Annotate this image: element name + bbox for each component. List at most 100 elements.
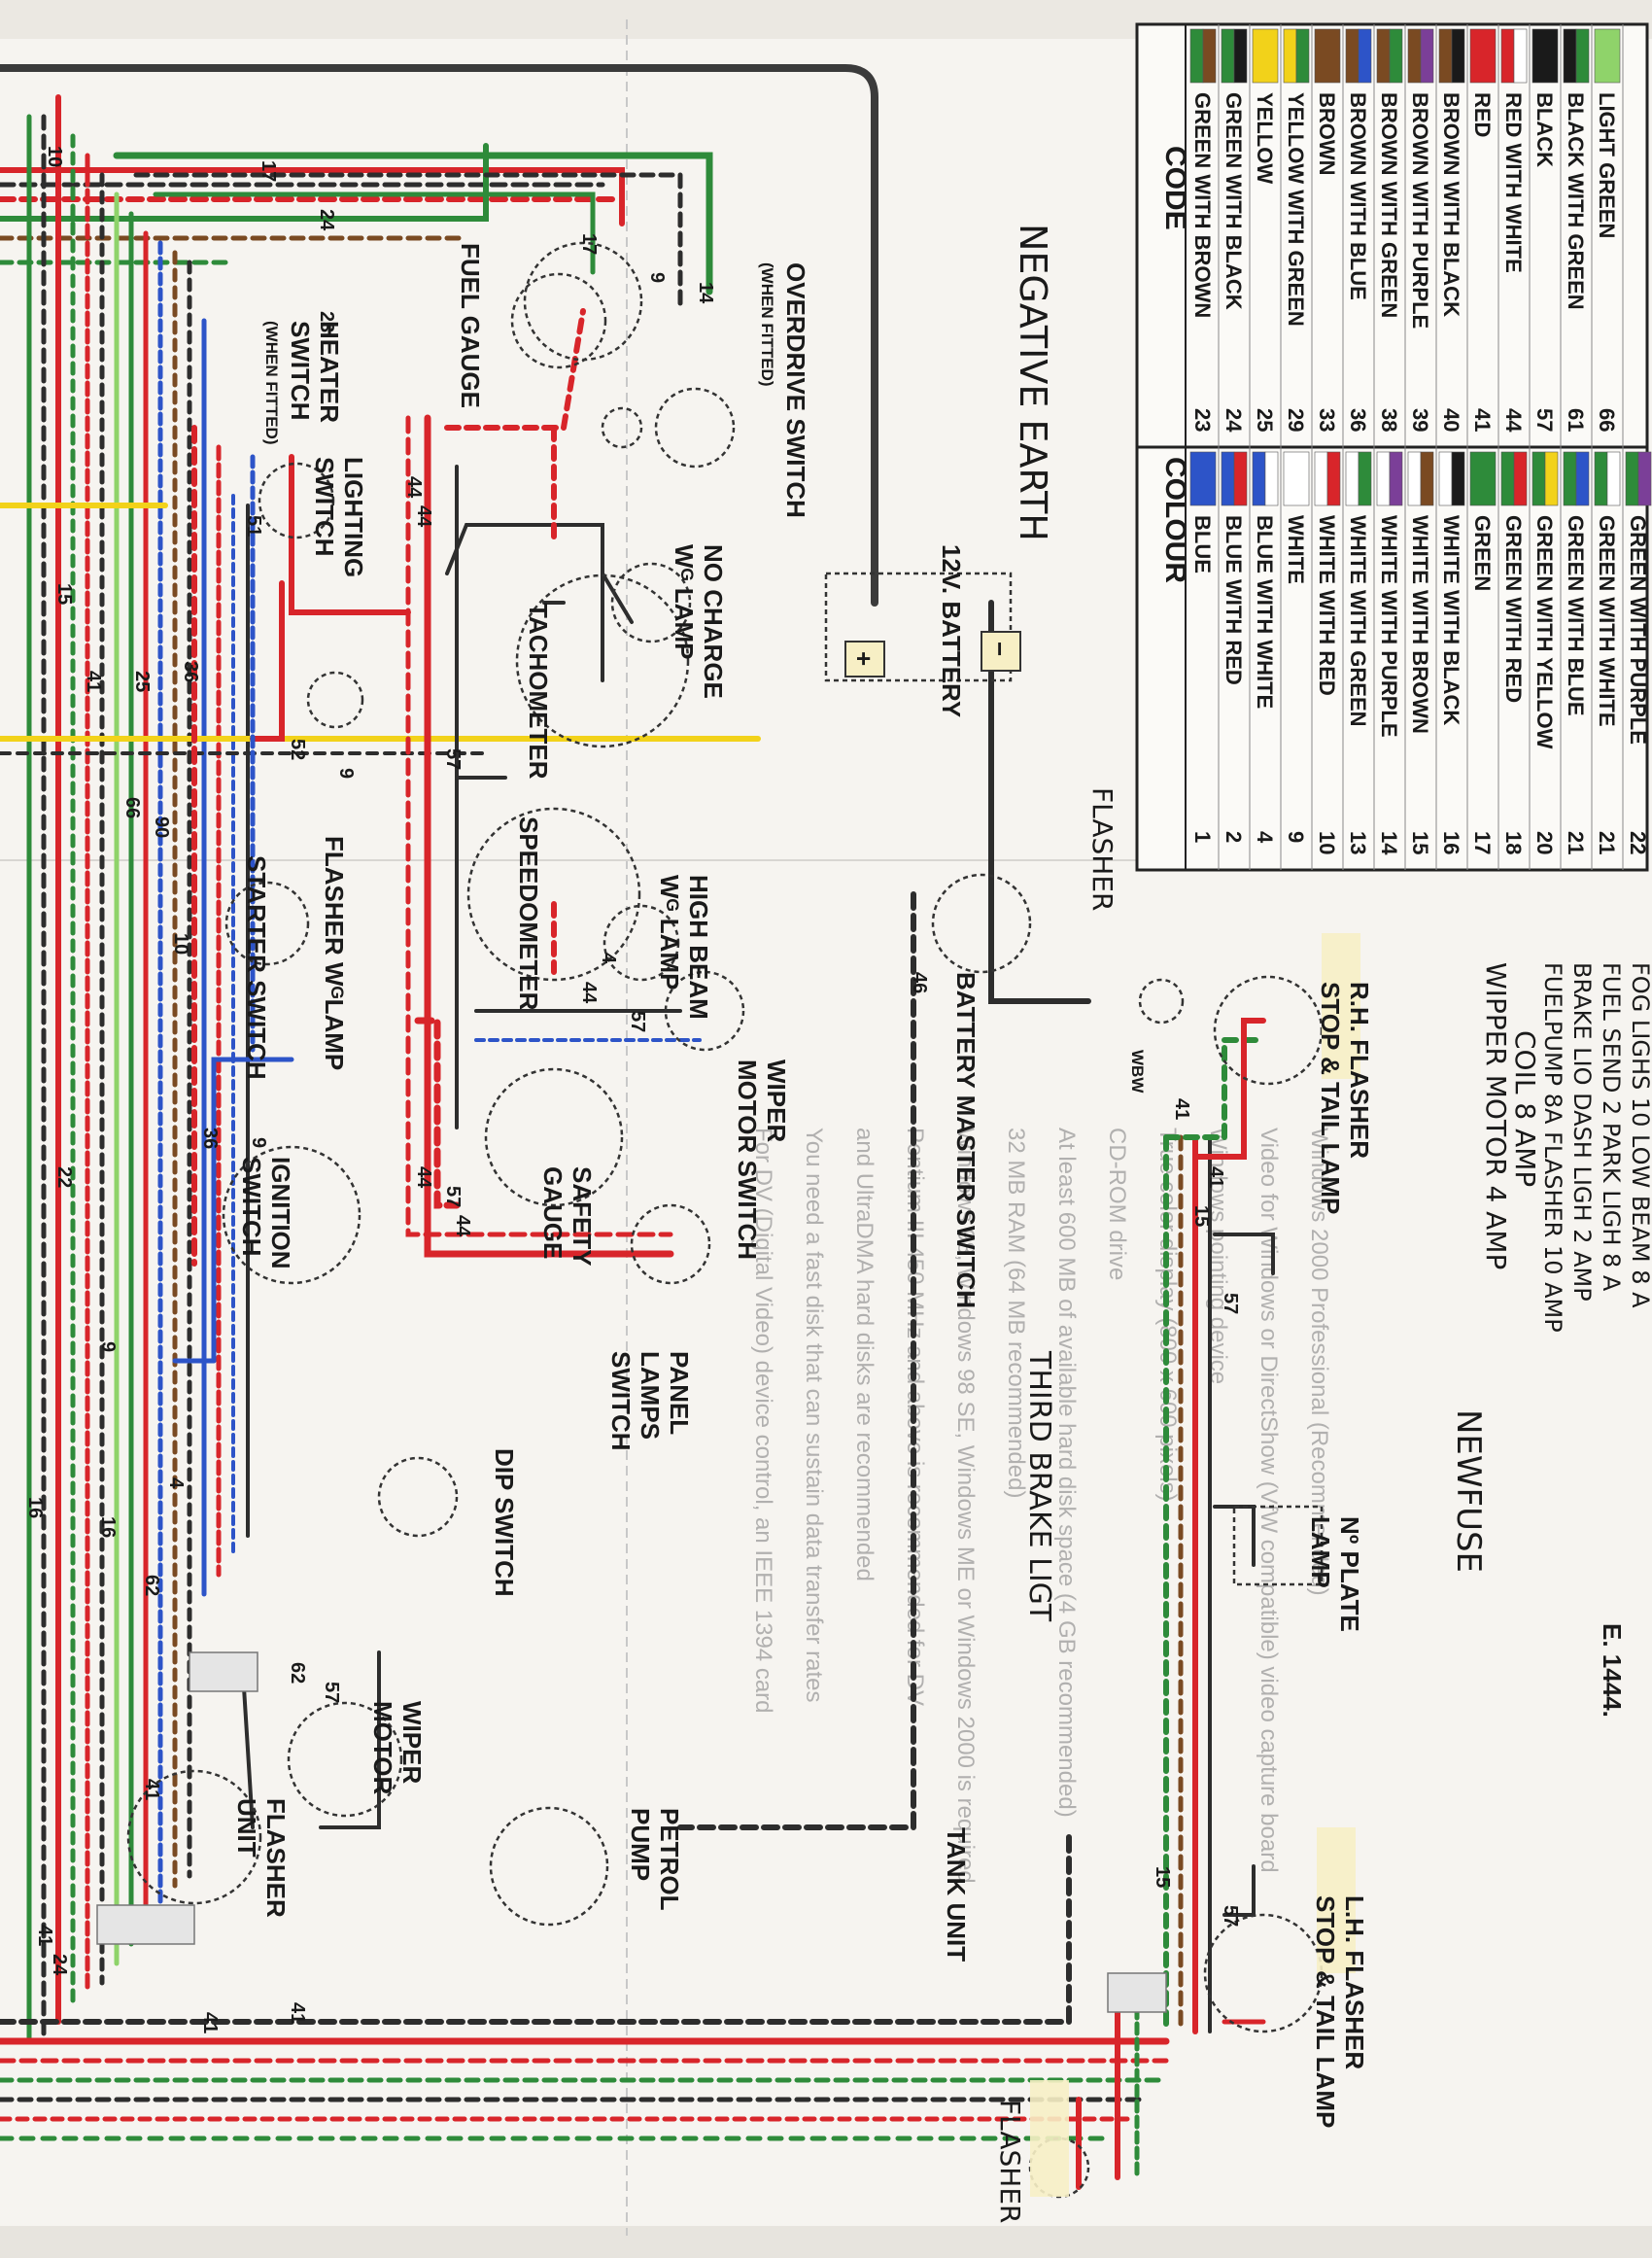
legend-colour-name: WHITE WITH BLACK [1439, 515, 1463, 725]
legend-code-number: 44 [1501, 408, 1526, 433]
legend-code-number: 1 [1190, 831, 1215, 843]
colour-swatch [1295, 28, 1310, 84]
label-tachometer: TACHOMETER [524, 603, 553, 780]
wire-number: 46 [909, 972, 930, 993]
show-through-line: You need a fast disk that can sustain da… [801, 1128, 827, 1702]
wire-number: 52 [287, 739, 308, 760]
overdrive-switch-symbol [654, 387, 736, 469]
show-through-line: CD-ROM drive [1104, 1128, 1130, 1280]
connector-block-2 [96, 1904, 195, 1945]
show-through-line: At least 600 MB of available hard disk s… [1053, 1128, 1080, 1818]
colour-swatch [1233, 451, 1248, 506]
speedometer-symbol [466, 807, 641, 982]
colour-swatch [1376, 28, 1391, 84]
component-labels: HEATERSWITCH(WHEN FITTED) FUEL GAUGE OVE… [232, 224, 1627, 2223]
wire-number: 66 [121, 797, 143, 818]
connector-block [189, 1651, 258, 1692]
colour-swatch [1625, 451, 1639, 506]
label-starter-switch: STARTER SWITCH [242, 855, 271, 1080]
wire-number: 41 [287, 2002, 308, 2024]
colour-swatch [1420, 28, 1434, 84]
wire-battery-master [677, 891, 916, 1830]
label-speedometer: SPEEDOMETER [514, 816, 543, 1011]
legend-colour-name: GREEN WITH RED [1501, 515, 1526, 703]
petrol-pump-symbol [489, 1806, 609, 1927]
legend-colour-name: LIGHT GREEN [1595, 92, 1619, 238]
legend-colour-name: WHITE WITH GREEN [1346, 515, 1370, 727]
wire-number: 44 [413, 1166, 434, 1189]
colour-swatch [1513, 451, 1528, 506]
wire-number: 15 [1152, 1866, 1173, 1888]
colour-swatch [1314, 451, 1328, 506]
colour-swatch [1500, 451, 1515, 506]
colour-swatch [1563, 451, 1577, 506]
wire-number: 62 [287, 1662, 308, 1684]
legend-code-number: 24 [1222, 408, 1246, 433]
tachometer-symbol [515, 573, 690, 748]
dip-switch-symbol [377, 1456, 459, 1538]
wire-red-41 [424, 414, 674, 1258]
safety-gauge-symbol [484, 1067, 624, 1207]
wire-number: 44 [452, 1215, 473, 1237]
legend-code-number: 15 [1408, 831, 1432, 854]
wire-number: 41 [199, 2012, 221, 2033]
starter-switch-symbol [224, 881, 310, 966]
wire-number: 24 [49, 1954, 70, 1976]
fuse-notes: NEWFUSE WIPPER MOTOR 4 AMP COIL 8 AMP FU… [1449, 962, 1652, 1573]
legend-header-colour: COLOUR [1159, 457, 1191, 583]
panel-lamps-switch-symbol [630, 1203, 711, 1285]
legend-code-number: 13 [1346, 831, 1370, 854]
label-wiper-motor: WIPERMOTOR [368, 1701, 427, 1795]
connector-block-3 [1107, 1972, 1167, 2013]
flasher-lh-tape [1030, 2080, 1069, 2197]
label-lh-stop-tail: L.H. FLASHERSTOP & TAIL LAMP [1311, 1895, 1369, 2128]
legend-code-number: 21 [1595, 831, 1619, 854]
colour-swatch [1202, 28, 1217, 84]
legend-code-number: 39 [1408, 408, 1432, 432]
colour-swatch [1469, 451, 1497, 506]
colour-swatch [1594, 28, 1621, 84]
wire-number: 41 [1171, 1098, 1192, 1120]
legend-code-number: 57 [1532, 408, 1557, 432]
colour-swatch [1532, 28, 1559, 84]
no-plate-lamp-symbol [1232, 1505, 1324, 1586]
wire-number: 25 [131, 671, 153, 692]
label-battery-master-switch: BATTERY MASTER SWITCH [951, 972, 981, 1308]
label-overdrive-switch: OVERDRIVE SWITCH(WHEN FITTED) [758, 262, 810, 518]
colour-swatch [1575, 28, 1590, 84]
wire-number: 4 [598, 953, 619, 964]
wire-number: 36 [180, 661, 201, 682]
wire-number: 36 [199, 1128, 221, 1149]
label-no-plate-lamp: Nº PLATELAMP [1306, 1516, 1364, 1632]
legend-code-number: 21 [1564, 831, 1588, 854]
label-negative-earth: NEGATIVE EARTH [1012, 224, 1054, 541]
colour-swatch [1283, 451, 1310, 506]
wire-earth-loop [0, 64, 878, 607]
battery-minus-box [981, 631, 1021, 672]
colour-swatch [1575, 451, 1590, 506]
show-through-line: For DV (Digital Video) device control, a… [750, 1128, 776, 1714]
colour-swatch [1407, 28, 1422, 84]
colour-swatch [1389, 451, 1403, 506]
legend-colour-name: WHITE WITH RED [1315, 515, 1339, 696]
label-battery-plus: + [849, 651, 878, 666]
legend-code-number: 4 [1253, 831, 1277, 844]
colour-swatch [1500, 28, 1515, 84]
legend-colour-name: GREEN WITH BLACK [1222, 92, 1246, 310]
colour-swatch [1563, 28, 1577, 84]
legend-colour-name: BROWN WITH PURPLE [1408, 92, 1432, 329]
wire-number: 16 [24, 1497, 46, 1518]
